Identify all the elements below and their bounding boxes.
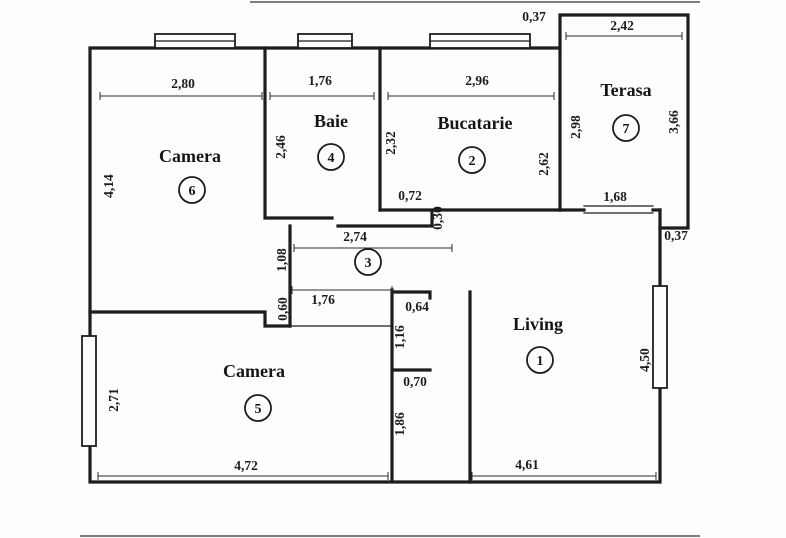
room-label-bucatarie: Bucatarie [438, 113, 513, 133]
dim-shaft-upper-width: 0,64 [405, 299, 429, 314]
wall-terasa [558, 13, 690, 230]
dim-terasa-left-height: 2,98 [568, 115, 583, 139]
terrace-door-opening [583, 205, 654, 214]
dim-hall-length: 2,74 [343, 229, 367, 244]
dim-living-right-offset: 0,37 [664, 228, 688, 243]
dim-terasa-right-height: 3,66 [666, 110, 681, 134]
room-label-terasa: Terasa [600, 80, 651, 100]
room-number-camera6: 6 [189, 184, 196, 199]
dim-hall-wall-lower: 0,60 [275, 297, 290, 321]
room-number-circle-living [526, 346, 554, 374]
dim-baie-height: 2,46 [273, 135, 288, 159]
dim-bucatarie-right-height: 2,62 [536, 152, 551, 176]
window-living [652, 285, 668, 389]
dim-baie-width: 1,76 [308, 73, 332, 88]
room-number-living: 1 [537, 354, 544, 369]
wall-outer [88, 46, 662, 484]
room-number-circle-baie [317, 143, 345, 171]
dim-ticks-terasa [565, 32, 683, 40]
dim-camera6-width: 2,80 [171, 76, 195, 91]
room-number-camera5: 5 [255, 402, 262, 417]
room-label-camera6: Camera [159, 146, 221, 166]
dim-camera5-opening: 1,76 [311, 292, 335, 307]
dim-ticks-camera5-opening [291, 286, 393, 294]
dim-ticks-hall [293, 244, 453, 252]
wall-shaft [390, 288, 432, 482]
room-number-circle-camera5 [244, 394, 272, 422]
dim-living-width: 4,61 [515, 457, 539, 472]
dim-shaft-upper-height: 1,16 [392, 325, 407, 349]
dim-hall-recess-width: 0,72 [398, 188, 422, 203]
wall-bucatarie-bottom [336, 208, 562, 228]
room-number-circle-camera6 [178, 176, 206, 204]
dim-terasa-width: 2,42 [610, 18, 634, 33]
room-number-hol: 3 [365, 256, 372, 271]
dim-hall-recess-depth: 0,30 [430, 206, 445, 230]
dim-camera5-width: 4,72 [234, 458, 258, 473]
room-number-circle-terasa [612, 114, 640, 142]
room-number-terasa: 7 [623, 122, 630, 137]
dim-shaft-lower-height: 1,86 [392, 412, 407, 436]
dim-camera6-height: 4,14 [101, 174, 116, 198]
wall-camera6-baie [263, 46, 334, 220]
room-label-camera5: Camera [223, 361, 285, 381]
room-number-circle-hol [354, 248, 382, 276]
dim-living-terrace-opening: 1,68 [603, 189, 627, 204]
dim-shaft-lower-width: 0,70 [403, 374, 427, 389]
room-number-circle-bucatarie [458, 146, 486, 174]
dim-camera5-window: 2,71 [106, 388, 121, 412]
dim-ticks-bottom [97, 472, 657, 480]
dim-living-right-height: 4,50 [637, 348, 652, 372]
room-label-baie: Baie [314, 111, 348, 131]
dim-hall-wall-upper: 1,08 [274, 248, 289, 272]
dim-bucatarie-width: 2,96 [465, 73, 489, 88]
dim-ticks-top [99, 92, 555, 100]
room-label-living: Living [513, 314, 563, 334]
room-number-baie: 4 [328, 151, 335, 166]
room-number-bucatarie: 2 [469, 154, 476, 169]
wall-camera6-bottom [88, 310, 292, 328]
dim-bucatarie-left-height: 2,32 [383, 131, 398, 155]
window-camera5 [81, 335, 97, 447]
dim-terasa-top-offset: 0,37 [522, 9, 546, 24]
